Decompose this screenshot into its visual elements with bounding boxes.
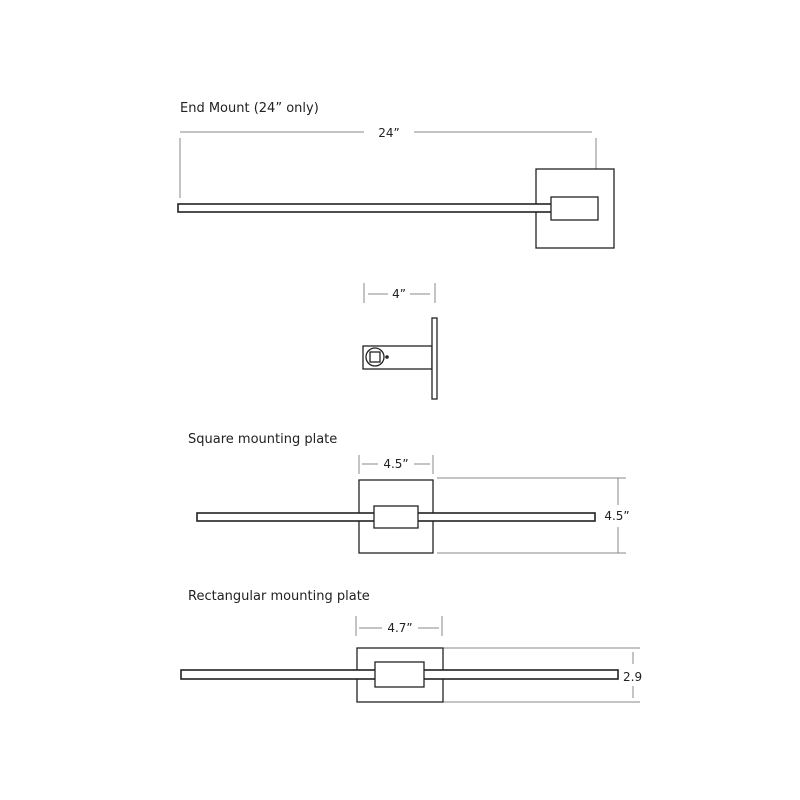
square-plate-title: Square mounting plate: [188, 432, 337, 447]
end-mount-view: End Mount (24” only) 24”: [177, 101, 615, 249]
square-plate-view: Square mounting plate 4.5” 4.5”: [188, 432, 630, 554]
square-width-label: 4.5”: [383, 457, 408, 471]
end-mount-title: End Mount (24” only): [180, 101, 319, 116]
mount-box: [374, 661, 425, 688]
mount-box: [550, 196, 599, 221]
depth-label: 4”: [392, 287, 406, 301]
rect-width-label: 4.7”: [387, 621, 412, 635]
mount-box: [373, 505, 419, 529]
side-view: 4”: [362, 283, 438, 400]
square-height-label: 4.5”: [604, 509, 629, 523]
rect-plate-title: Rectangular mounting plate: [188, 589, 370, 604]
rect-plate-view: Rectangular mounting plate 4.7” 2.9: [180, 589, 642, 703]
wall-plate-side: [431, 317, 438, 400]
pivot-square: [369, 351, 381, 363]
pivot-screw: [385, 355, 389, 359]
rect-height-label: 2.9: [623, 670, 642, 684]
light-bar: [177, 203, 553, 213]
end-mount-width-label: 24”: [378, 126, 400, 140]
